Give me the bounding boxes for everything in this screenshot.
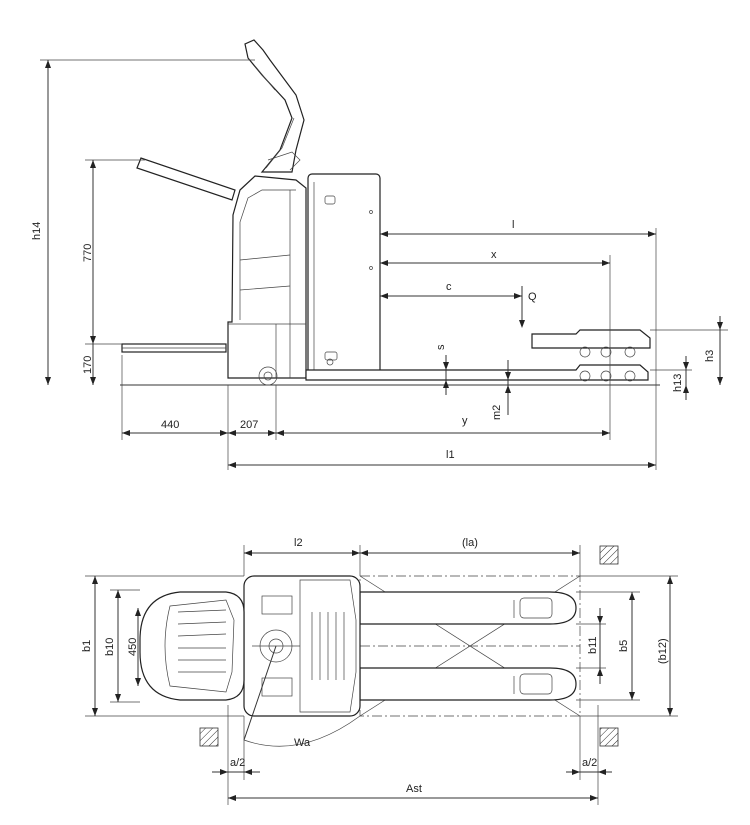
aisle-marker-top-right [599,545,619,565]
dim-l2-label: l2 [294,537,303,549]
load-q-label: Q [528,291,537,303]
dim-170-label: 170 [82,356,94,374]
aisle-marker-bottom-left [199,727,219,747]
battery-compartment [307,173,381,379]
fork-right [359,667,577,701]
dim-h14-label: h14 [31,222,43,240]
dim-450-label: 450 [127,638,139,656]
dim-c-label: c [446,281,452,293]
dim-b5-label: b5 [618,640,630,652]
dim-h3-label: h3 [704,350,716,362]
dim-x-label: x [491,249,497,261]
dim-b10-label: b10 [104,638,116,656]
fork-left [359,591,577,625]
dim-y-label: y [462,415,468,427]
dim-a2-left-label: a/2 [230,757,245,769]
side-view: h14 770 170 440 207 y l1 [31,39,728,470]
backrest [136,157,236,201]
dim-s-label: s [435,344,447,350]
dim-207-label: 207 [240,419,258,431]
chassis-top [243,575,361,717]
dim-l1-label: l1 [446,449,455,461]
operator-platform [121,343,227,353]
fork-raised [531,329,651,358]
platform-top [139,591,245,701]
aisle-marker-bottom-right [599,727,619,747]
dim-m2-label: m2 [491,405,503,420]
dim-ast-label: Ast [406,783,422,795]
dim-b11-label: b11 [587,636,599,654]
dim-b1-label: b1 [81,640,93,652]
fork-lowered [305,364,649,382]
dim-wa-label: Wa [294,737,311,749]
dim-h13-label: h13 [672,374,684,392]
dim-la-label: (la) [462,537,478,549]
dim-770-label: 770 [82,244,94,262]
tiller-arm [244,39,305,173]
dim-l-label: l [512,219,514,231]
dim-440-label: 440 [161,419,179,431]
top-view: l2 (la) b1 b10 450 b11 b5 [81,537,678,805]
dim-b12-label: (b12) [657,638,669,664]
dim-a2-right-label: a/2 [582,757,597,769]
drive-unit-housing [227,175,307,386]
